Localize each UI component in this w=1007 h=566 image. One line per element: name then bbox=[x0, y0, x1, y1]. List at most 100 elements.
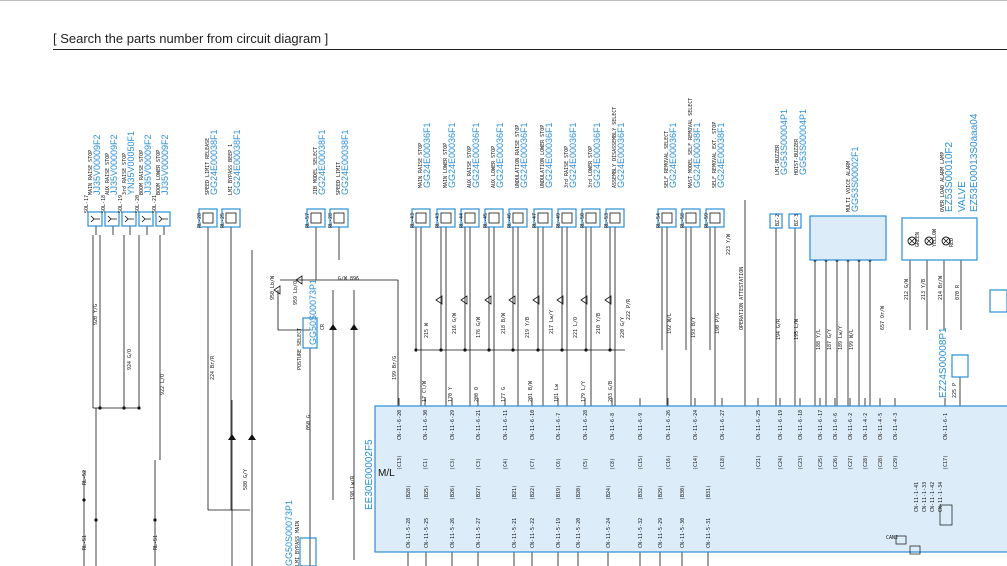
relay-tag: RL-51 bbox=[153, 535, 159, 550]
relay-box bbox=[508, 208, 528, 228]
wire-tag: 195 L/W bbox=[794, 318, 800, 340]
wire-tag: 179 L/Y bbox=[581, 381, 587, 402]
wire-tag: 190 P/G bbox=[715, 313, 721, 334]
switch-connector: SOL-20 bbox=[135, 195, 141, 213]
switch-description: MAIN RAISE STOP bbox=[88, 150, 94, 195]
controller-port: (C25) bbox=[818, 455, 824, 470]
diode-symbol bbox=[532, 295, 540, 305]
junction-dot bbox=[153, 518, 157, 522]
controller-pin: CN-11-1-34 bbox=[938, 482, 944, 512]
controller-pin: CN-11-6-7 bbox=[556, 413, 562, 440]
buzzer-box bbox=[788, 213, 802, 229]
switch-part-number: JJ35V00009F2 bbox=[109, 134, 119, 195]
controller-port: (B27) bbox=[476, 485, 482, 500]
relay-coil bbox=[225, 212, 237, 224]
buzzer-box bbox=[769, 213, 783, 229]
can-resistor bbox=[909, 545, 921, 555]
junction-dot bbox=[511, 348, 515, 352]
controller-pin: CN-11-5-20 bbox=[576, 518, 582, 548]
relay-box bbox=[657, 208, 677, 228]
relay-description: UNDULATION RAISE STOP bbox=[515, 125, 521, 188]
controller-pin: CN-11-5-26 bbox=[450, 518, 456, 548]
controller-port: (B26) bbox=[450, 485, 456, 500]
relay-coil bbox=[333, 212, 345, 224]
wire-tag: 222 P/R bbox=[626, 298, 632, 320]
buzzer-connector: BZ-3 bbox=[794, 214, 800, 226]
wire-tag: 225 P bbox=[952, 383, 958, 398]
relay-coil bbox=[585, 212, 597, 224]
relay-connector: RL-43 bbox=[410, 213, 416, 228]
wire-tag: 170 Y bbox=[448, 387, 454, 402]
wire-tag: 200 O bbox=[474, 387, 480, 402]
relay-connector: RL-49 bbox=[556, 213, 562, 228]
lamp-indicator bbox=[941, 236, 951, 246]
controller-pin: CN-11-5-21 bbox=[512, 518, 518, 548]
relay-connector: RL-58 bbox=[680, 213, 686, 228]
controller-pin: CN-11-5-27 bbox=[476, 518, 482, 548]
diode-symbol bbox=[508, 295, 516, 305]
relay-connector: RL-53 bbox=[604, 213, 610, 228]
controller-port: (C27) bbox=[848, 455, 854, 470]
lamp-color-label: RED bbox=[949, 238, 955, 247]
relay-coil bbox=[310, 212, 322, 224]
buzzer-part-number: GG53S00004P1 bbox=[779, 109, 789, 175]
switch-connector: SOL-19 bbox=[118, 195, 124, 213]
diode-symbol bbox=[460, 295, 468, 305]
relay-box bbox=[557, 208, 577, 228]
wire-tag: 212 G/W bbox=[904, 278, 910, 300]
controller-pin: CN-11-6-25 bbox=[756, 410, 762, 440]
solenoid-symbol bbox=[107, 215, 117, 223]
relay-coil bbox=[464, 212, 476, 224]
controller-port: (B24) bbox=[606, 485, 612, 500]
solenoid-switch-box bbox=[155, 211, 171, 227]
page-title: [ Search the parts number from circuit d… bbox=[53, 31, 329, 46]
junction-dot bbox=[82, 498, 86, 502]
junction-dot bbox=[584, 348, 588, 352]
voice-alarm-part: GG53S00002F1 bbox=[850, 146, 860, 212]
controller-port: (B29) bbox=[658, 485, 664, 500]
relay-coil bbox=[661, 212, 673, 224]
junction-dot bbox=[122, 406, 126, 410]
controller-port: (C21) bbox=[756, 455, 762, 470]
controller-pin: CN-11-6-24 bbox=[693, 410, 699, 440]
wire-tag: 922 L/O bbox=[160, 374, 166, 395]
relay-box bbox=[533, 208, 553, 228]
junction-dot bbox=[137, 406, 141, 410]
relay-box bbox=[221, 208, 241, 228]
diode-symbol bbox=[228, 434, 236, 440]
relay-part-number: GG24E00036F1 bbox=[447, 122, 457, 188]
wire-tag: 199 W/L bbox=[849, 329, 855, 350]
controller-port: (B30) bbox=[680, 485, 686, 500]
relay-description: LMI BYPASS BEEP 1 bbox=[228, 144, 234, 195]
relay-connector: RL-28 bbox=[197, 213, 203, 228]
posture-select-label: CR bbox=[320, 323, 326, 330]
buzzer-description: LMI-BUZZER bbox=[775, 144, 781, 175]
wire-tag: 198 Lw/R bbox=[350, 475, 356, 500]
diode-symbol bbox=[580, 295, 588, 305]
controller-part: EE30E00002F5 bbox=[364, 439, 375, 510]
wire-tag: 176 G/W bbox=[476, 316, 482, 338]
controller-port: (B25) bbox=[424, 485, 430, 500]
relay-description: AUX LOWER STOP bbox=[491, 146, 497, 188]
controller-port: (C3) bbox=[450, 458, 456, 470]
diode-symbol bbox=[604, 295, 612, 305]
wire-tag: 194 G/R bbox=[776, 318, 782, 340]
controller-port: (B22) bbox=[530, 485, 536, 500]
controller-port: (B19) bbox=[556, 485, 562, 500]
relay-connector: RL-57 bbox=[305, 213, 311, 228]
relay-box bbox=[329, 208, 349, 228]
controller-pin: CN-11-6-10 bbox=[530, 410, 536, 440]
relay-coil bbox=[709, 212, 721, 224]
relay-part-number: GG24E00036F1 bbox=[471, 122, 481, 188]
valve-solenoid-part: EZ24S00008P1 bbox=[938, 327, 949, 398]
relay-part-number: GG24E00038F1 bbox=[692, 122, 702, 188]
relay-part-number: GG24E00038F1 bbox=[317, 129, 327, 195]
relay-connector: RL-47 bbox=[532, 213, 538, 228]
controller-port: (C1) bbox=[423, 458, 429, 470]
controller-port: (B28) bbox=[406, 485, 412, 500]
junction-dot bbox=[94, 518, 98, 522]
relay-connector: RL-46 bbox=[507, 213, 513, 228]
junction-dot bbox=[536, 348, 540, 352]
switch-part-number: JJ35V00009F2 bbox=[160, 134, 170, 195]
